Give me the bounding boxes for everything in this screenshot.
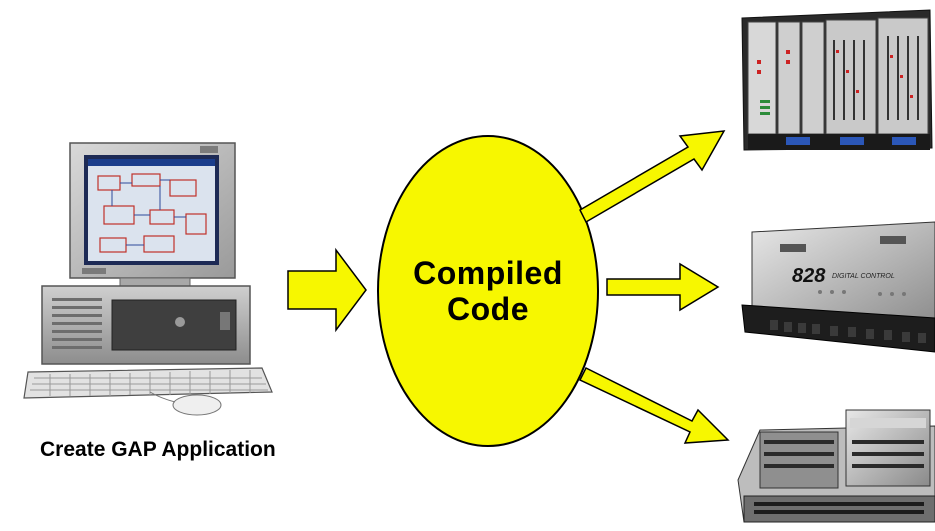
arrow-to-compiler (287, 247, 367, 333)
controller-828-icon: 828 DIGITAL CONTROL (741, 221, 935, 353)
compiled-code-line1: Compiled (413, 255, 563, 291)
compiled-code-ellipse (377, 135, 599, 447)
create-gap-caption: Create GAP Application (40, 438, 276, 461)
arrow-to-board (578, 366, 730, 444)
computer-workstation-icon (23, 142, 273, 416)
compiled-code-line2: Code (447, 291, 529, 327)
compiled-code-label: Compiled Code (378, 255, 598, 327)
arrow-to-rack (579, 130, 726, 224)
rack-controller-icon (741, 9, 933, 151)
device-model-label: 828 (792, 265, 826, 287)
device-brand-label: DIGITAL CONTROL (832, 273, 895, 280)
open-controller-board-icon (737, 409, 935, 523)
arrow-to-828 (606, 262, 720, 312)
